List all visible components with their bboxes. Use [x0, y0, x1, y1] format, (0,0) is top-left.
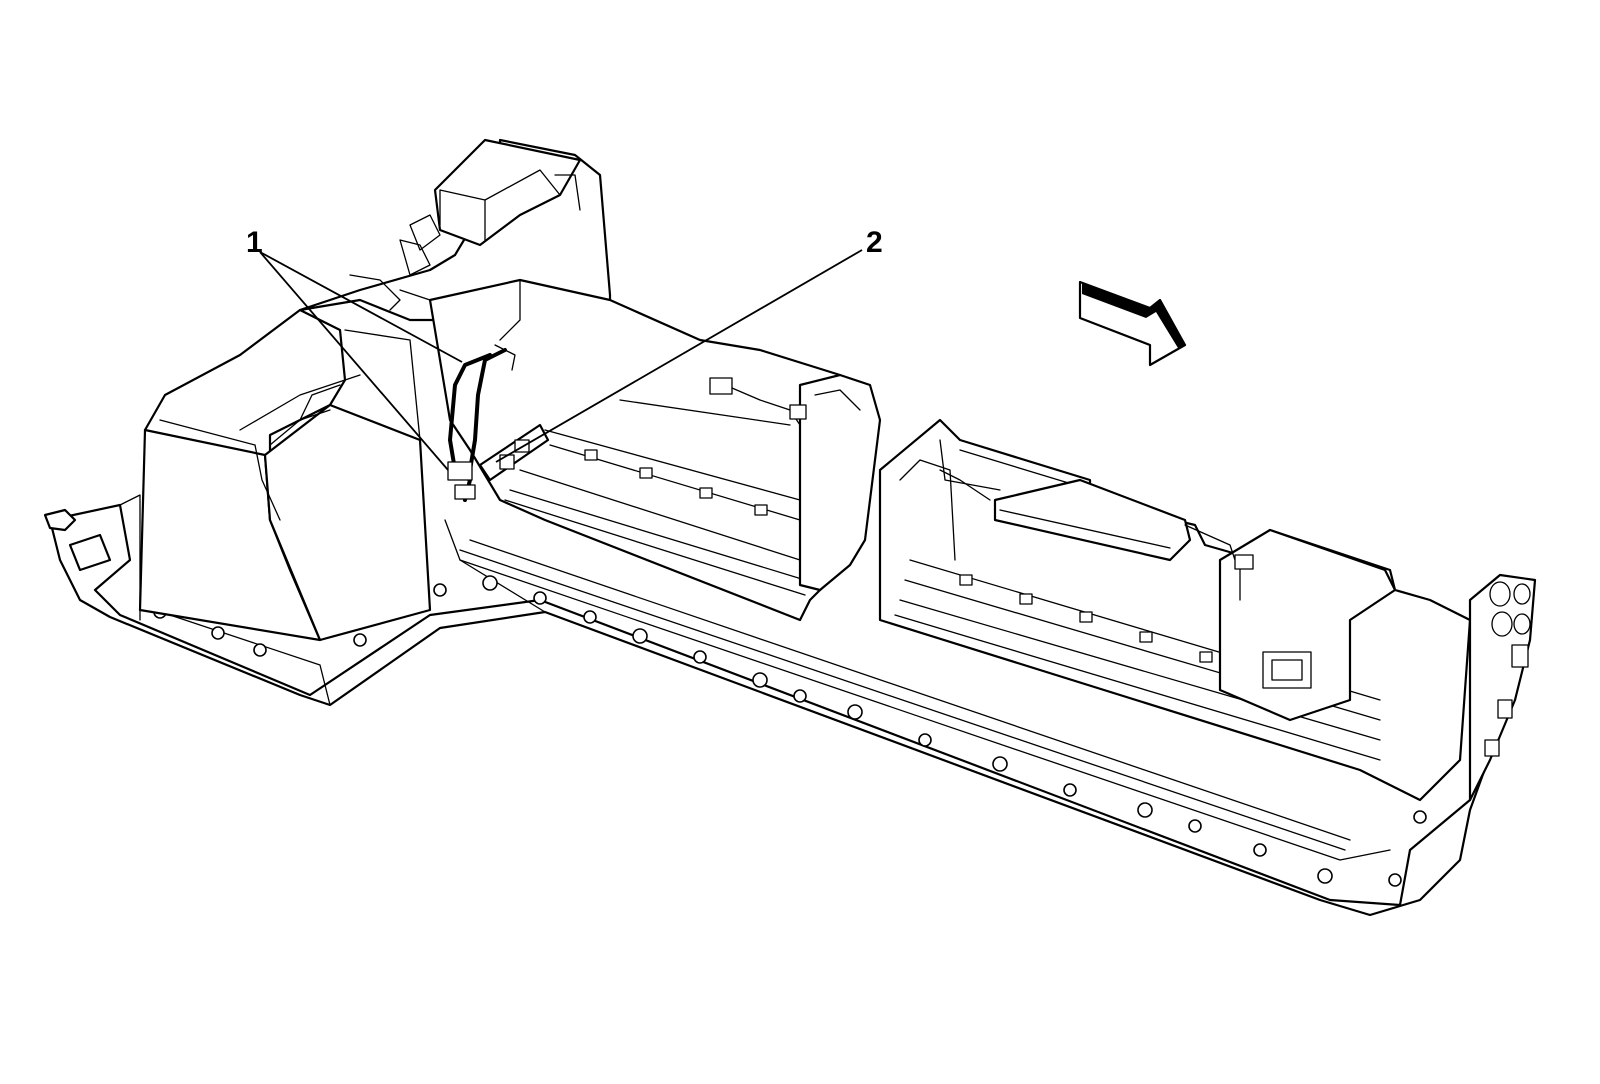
upper-channel-connector: [709, 377, 807, 426]
callout-2-leader: [495, 249, 863, 463]
rear-bay: [878, 418, 1472, 802]
callout-1-label: 1: [246, 226, 263, 259]
left-bracket: [43, 508, 112, 572]
channel-clips: [584, 449, 768, 516]
callout-1-leaders: [259, 251, 463, 471]
rear-cover: [1218, 528, 1397, 722]
central-channel: [428, 278, 882, 622]
callout-2-label: 2: [866, 226, 883, 259]
arrow-icon: [1078, 280, 1187, 367]
wiring-harness: [447, 344, 516, 502]
rear-endcap: [1468, 573, 1537, 802]
rear-electronics: [939, 469, 1254, 570]
front-module-housing: [138, 308, 432, 642]
rear-bay-clips: [959, 574, 1213, 663]
flange-bolts: [153, 575, 1457, 887]
